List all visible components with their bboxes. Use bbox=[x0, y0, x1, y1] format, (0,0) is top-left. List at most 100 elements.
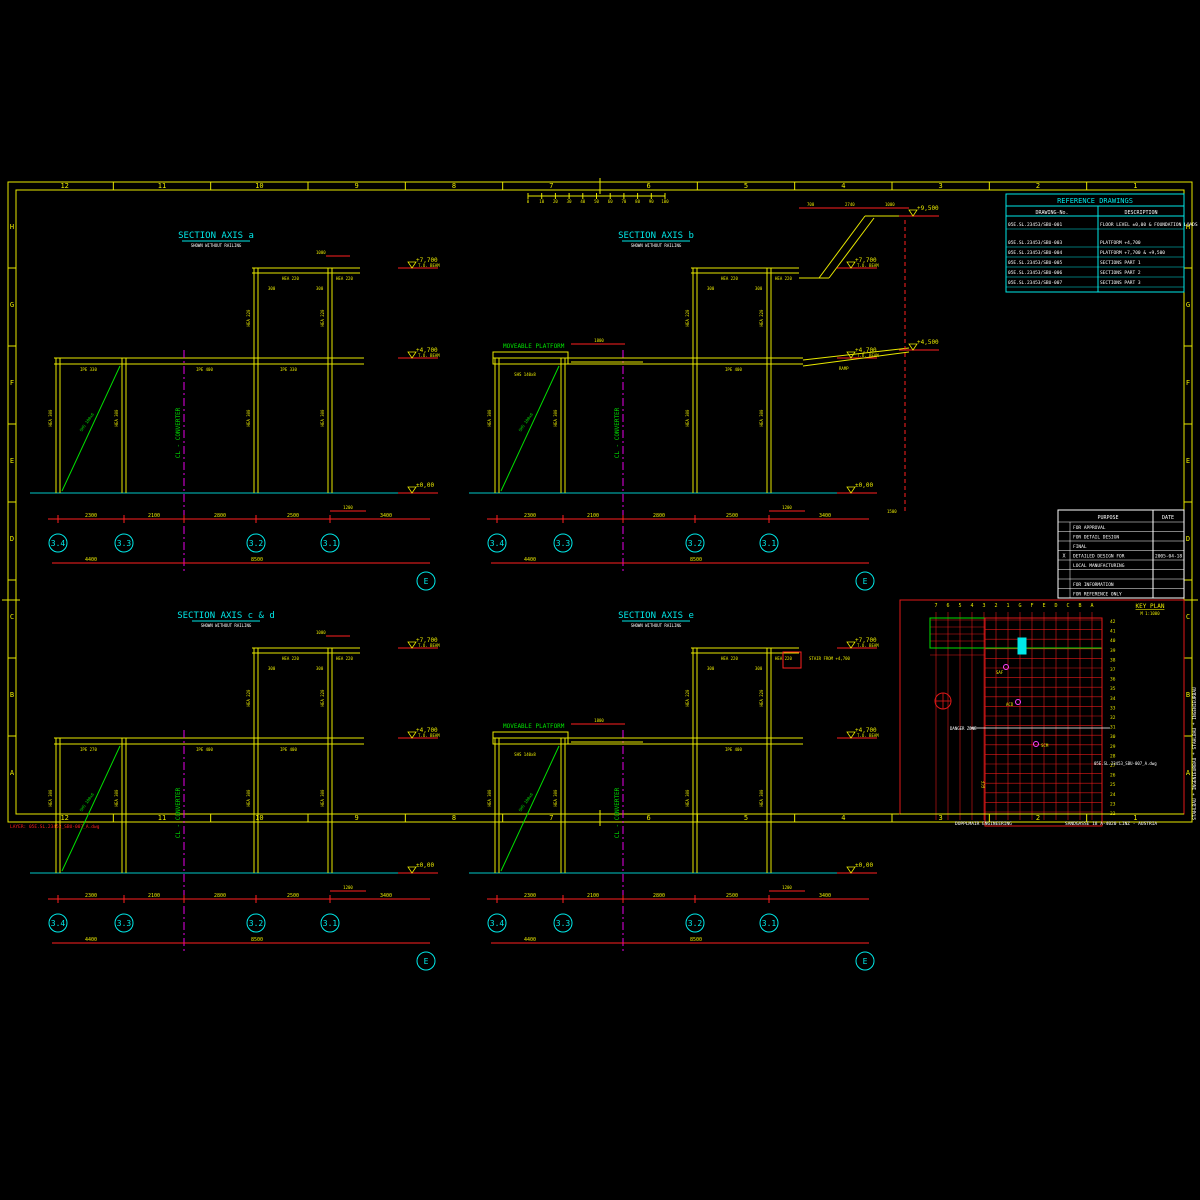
frame-column-number: 2 bbox=[1036, 182, 1040, 190]
dim-text: 2300 bbox=[524, 893, 536, 899]
level-marker bbox=[407, 866, 417, 874]
axis-bubble bbox=[320, 913, 340, 933]
key-plan-axis-label: 42 bbox=[1110, 619, 1116, 625]
knee-label: 300 bbox=[316, 666, 324, 671]
key-plan-axis-label: 35 bbox=[1110, 686, 1116, 692]
level-marker bbox=[846, 486, 856, 494]
frame-row-letter: D bbox=[1186, 535, 1190, 543]
key-plan-scale: M 1:1000 bbox=[1140, 611, 1160, 616]
section-subtitle: SHOWN WITHOUT RAILING bbox=[191, 243, 242, 248]
purpose-text: LOCAL MANUFACTURING bbox=[1073, 563, 1125, 569]
scale-tick-label: 40 bbox=[580, 199, 585, 204]
level-note: T.O. BEAM bbox=[857, 353, 879, 358]
beam-label: HEA 220 bbox=[721, 656, 738, 661]
level-value: ±0,00 bbox=[855, 862, 873, 869]
axis-bubble bbox=[553, 913, 573, 933]
stair-line bbox=[828, 217, 875, 279]
axis-label: E bbox=[863, 577, 868, 586]
knee-label: 300 bbox=[755, 666, 763, 671]
scale-tick-label: 30 bbox=[567, 199, 572, 204]
beam-label: IPE 330 bbox=[80, 367, 97, 372]
key-plan-axis-label: 25 bbox=[1110, 782, 1116, 788]
beam-label: IPE 270 bbox=[80, 747, 97, 752]
frame-row-letter: B bbox=[10, 691, 14, 699]
beam-label: HEA 220 bbox=[775, 656, 792, 661]
key-plan-axis-label: 38 bbox=[1110, 657, 1116, 663]
key-plan-axis-label: 4 bbox=[970, 603, 973, 609]
key-plan-axis-label: 3 bbox=[982, 603, 985, 609]
frame-row-letter: F bbox=[10, 379, 14, 387]
frame-column-number: 4 bbox=[841, 814, 845, 822]
key-plan-hall bbox=[984, 617, 1103, 827]
level-value: +4,500 bbox=[917, 339, 939, 346]
axis-bubble bbox=[759, 533, 779, 553]
platform-beam-label: SHS 140x8 bbox=[514, 752, 536, 757]
level-value: ±0,00 bbox=[416, 862, 434, 869]
level-value: +7,700 bbox=[855, 257, 877, 264]
section-subtitle: SHOWN WITHOUT RAILING bbox=[631, 243, 682, 248]
column-label: HEA 300 bbox=[553, 409, 558, 426]
level-marker bbox=[846, 261, 856, 269]
key-plan-axis-label: 34 bbox=[1110, 696, 1116, 702]
axis-label: 3.3 bbox=[556, 919, 571, 928]
beam-label: HEA 220 bbox=[336, 656, 353, 661]
scale-tick-label: 50 bbox=[594, 199, 599, 204]
column-label: HEA 300 bbox=[320, 789, 325, 806]
stair-line bbox=[818, 215, 866, 279]
brace bbox=[61, 365, 121, 492]
key-plan-axis-label: A bbox=[1090, 603, 1093, 609]
dim-text: 1200 bbox=[343, 505, 353, 510]
column-label: HEA 300 bbox=[487, 409, 492, 426]
frame-column-number: 7 bbox=[549, 182, 553, 190]
dim-text: 3400 bbox=[380, 893, 392, 899]
key-plan-mark-label: ACD bbox=[1006, 702, 1014, 707]
level-value: +7,700 bbox=[416, 637, 438, 644]
knee-label: 300 bbox=[316, 286, 324, 291]
scale-tick-label: 90 bbox=[649, 199, 654, 204]
frame-column-number: 5 bbox=[744, 182, 748, 190]
purpose-text: FOR REFERENCE ONLY bbox=[1073, 592, 1122, 598]
frame-column-number: 6 bbox=[647, 182, 651, 190]
key-plan-axis-label: 1 bbox=[1006, 603, 1009, 609]
purpose-text: FINAL bbox=[1073, 544, 1087, 550]
level-marker bbox=[846, 866, 856, 874]
level-value: ±0,00 bbox=[855, 482, 873, 489]
frame-column-number: 11 bbox=[158, 814, 166, 822]
frame-column-number: 8 bbox=[452, 814, 456, 822]
axis-bubble bbox=[246, 533, 266, 553]
key-plan-axis-label: 26 bbox=[1110, 773, 1116, 779]
ref-drawing-no: 05E.SL.23453/SBU-004 bbox=[1008, 250, 1062, 256]
beam-label: IPE 400 bbox=[280, 747, 297, 752]
level-value: +4,700 bbox=[416, 727, 438, 734]
level-note: T.O. BEAM bbox=[418, 263, 440, 268]
frame-row-letter: E bbox=[1186, 457, 1190, 465]
centerline-label: CL - CONVERTER bbox=[175, 407, 182, 458]
column-label: HEA 220 bbox=[759, 689, 764, 706]
level-marker bbox=[846, 731, 856, 739]
frame-column-number: 5 bbox=[744, 814, 748, 822]
key-plan-axis-label: 7 bbox=[934, 603, 937, 609]
platform-label: MOVEABLE PLATFORM bbox=[503, 723, 565, 730]
purpose-date: 2005-04-18 bbox=[1155, 554, 1182, 560]
dim-text: 2100 bbox=[148, 513, 160, 519]
frame-column-number: 10 bbox=[255, 814, 263, 822]
column-label: HEA 300 bbox=[48, 409, 53, 426]
dim-text: 2800 bbox=[653, 893, 665, 899]
dim-text: 1000 bbox=[316, 630, 326, 635]
frame-column-number: 9 bbox=[355, 182, 359, 190]
beam-label: IPE 400 bbox=[725, 747, 742, 752]
axis-bubble bbox=[855, 571, 875, 591]
dim-text: 2800 bbox=[653, 513, 665, 519]
scale-tick-label: 80 bbox=[635, 199, 640, 204]
ramp-line bbox=[802, 351, 910, 367]
purpose-text: FOR INFORMATION bbox=[1073, 582, 1114, 588]
axis-label: 3.2 bbox=[249, 539, 264, 548]
ref-description: SECTIONS PART 1 bbox=[1100, 260, 1141, 266]
section-title: SECTION AXIS c & d bbox=[177, 611, 275, 621]
axis-bubble bbox=[416, 571, 436, 591]
dim-text: 2800 bbox=[214, 513, 226, 519]
